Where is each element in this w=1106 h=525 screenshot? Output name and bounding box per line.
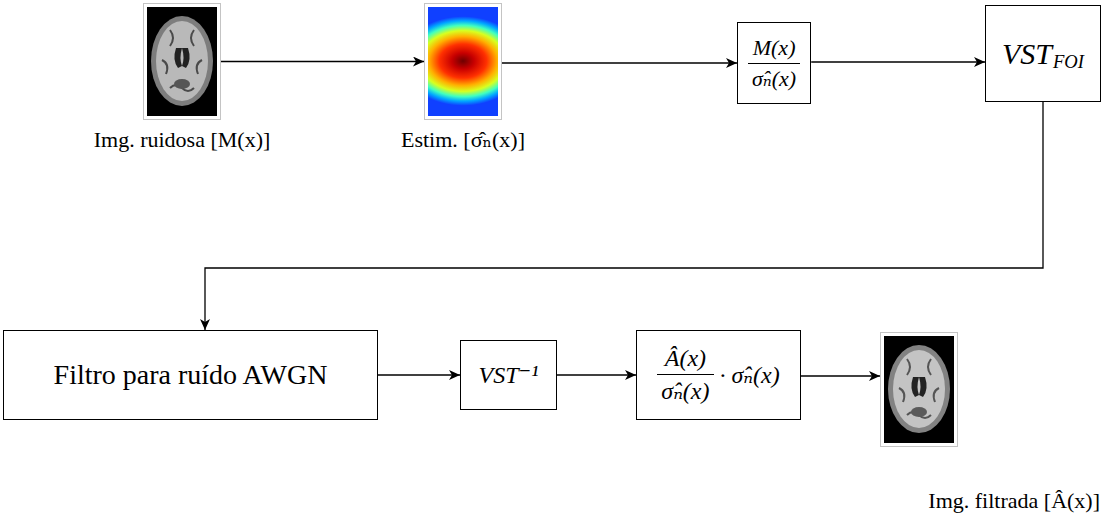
denominator: σ̂ₙ(x) — [657, 374, 713, 405]
denominator: σ̂ₙ(x) — [748, 63, 800, 92]
operator-subscript: FOI — [1053, 51, 1084, 73]
noisy-brain-image — [147, 7, 217, 116]
flow-arrow — [221, 61, 424, 62]
image-caption: Img. ruidosa [M(x)] — [94, 127, 271, 153]
normalize-box: M(x)σ̂ₙ(x) — [737, 22, 811, 104]
flow-arrow — [502, 62, 737, 63]
noise-map-image — [428, 7, 498, 116]
filtered-brain-image — [884, 336, 954, 443]
image-caption: Img. filtrada [Â(x)] — [928, 488, 1100, 514]
flow-arrow — [801, 375, 880, 376]
inverse-vst-box: VST⁻¹ — [460, 340, 557, 410]
fraction: Â(x)σ̂ₙ(x) — [657, 345, 713, 405]
estimate-image: Estim. [σ̂ₙ(x)] — [424, 3, 502, 120]
flow-arrow — [378, 374, 460, 375]
numerator: Â(x) — [661, 345, 710, 374]
flow-arrow — [205, 102, 1043, 330]
image-caption: Estim. [σ̂ₙ(x)] — [401, 127, 525, 153]
fraction: M(x)σ̂ₙ(x) — [748, 35, 800, 92]
output-image: Img. filtrada [Â(x)] — [880, 332, 958, 447]
numerator: M(x) — [749, 35, 800, 63]
factor: · σ̂ₙ(x) — [720, 361, 780, 389]
box-label: VST⁻¹ — [479, 361, 539, 389]
flow-arrow — [811, 61, 985, 62]
flow-arrow — [557, 374, 636, 375]
rescale-box: Â(x)σ̂ₙ(x)· σ̂ₙ(x) — [636, 330, 801, 420]
box-label: Filtro para ruído AWGN — [54, 359, 328, 391]
input-image: Img. ruidosa [M(x)] — [143, 3, 221, 120]
vst-box: VSTFOI — [985, 5, 1101, 102]
filter-box: Filtro para ruído AWGN — [3, 330, 378, 420]
operator-name: VST — [1002, 37, 1052, 71]
